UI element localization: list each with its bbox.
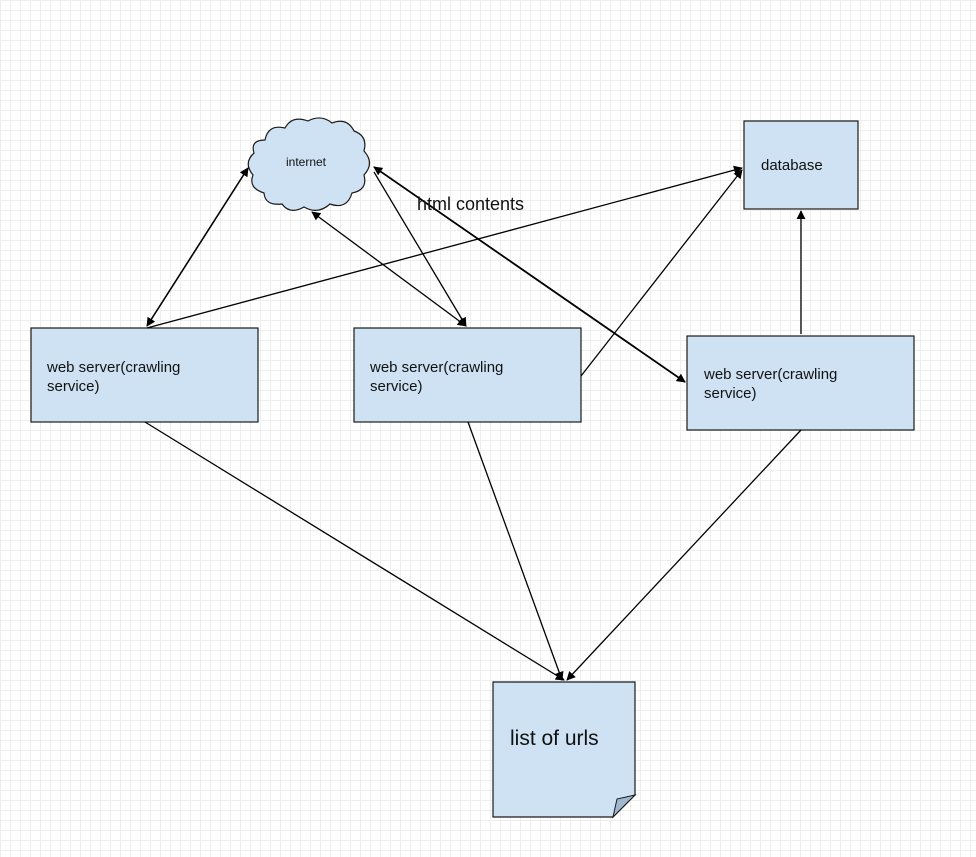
web-server-label-2: web server(crawling service) bbox=[370, 359, 504, 395]
edge-server1-internet bbox=[146, 167, 249, 327]
edge-server2-internet bbox=[311, 211, 467, 327]
edge-server2-database bbox=[580, 169, 743, 377]
edge-internet-server3 bbox=[373, 166, 686, 383]
database-label: database bbox=[761, 157, 823, 174]
list-of-urls-label: list of urls bbox=[510, 727, 599, 750]
web-server-node-3[interactable] bbox=[686, 335, 915, 431]
internet-label: internet bbox=[285, 155, 327, 169]
document-fold-corner bbox=[612, 794, 637, 819]
edge-server3-urls bbox=[566, 429, 802, 681]
web-server-node-1[interactable] bbox=[30, 327, 259, 423]
html-contents-edge-label: html contents bbox=[417, 194, 525, 214]
internet-cloud-node[interactable] bbox=[247, 117, 371, 211]
web-server-label-3: web server(crawling service) bbox=[704, 366, 838, 402]
edge-server1-urls bbox=[144, 421, 565, 681]
web-server-label-1: web server(crawling service) bbox=[47, 359, 181, 395]
database-node[interactable] bbox=[743, 120, 859, 210]
edge-server1-database bbox=[146, 165, 743, 329]
edge-server2-urls bbox=[467, 421, 564, 681]
